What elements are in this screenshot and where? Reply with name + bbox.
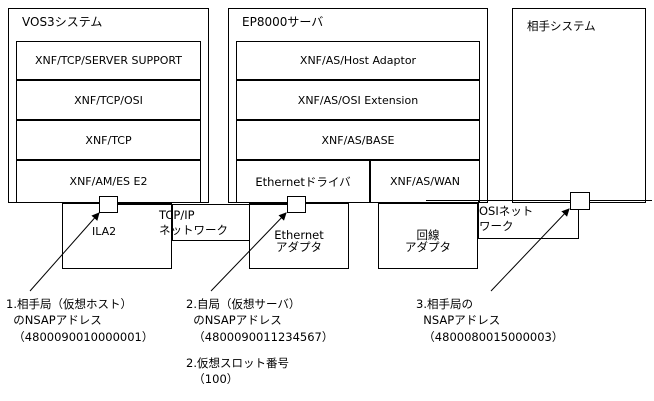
layer-vos3-0: XNF/TCP/SERVER SUPPORT — [16, 41, 201, 80]
note-1: 1.相手局（仮想ホスト） のNSAPアドレス （4800090010000001… — [6, 296, 153, 345]
connector-square-ethernet — [287, 196, 306, 213]
network-label-osi: OSIネット ワーク — [479, 204, 534, 233]
layer-vos3-3: XNF/AM/ES E2 — [16, 160, 201, 203]
system-title-vos3: VOS3システム — [22, 15, 103, 29]
note-1-text: 1.相手局（仮想ホスト） のNSAPアドレス （4800090010000001… — [6, 297, 154, 344]
system-title-peer: 相手システム — [527, 19, 596, 33]
layer-ep8000-1: XNF/AS/OSI Extension — [236, 80, 480, 120]
adapter-label-kaisen: 回線 アダプタ — [405, 227, 451, 254]
network-edge-tcpip-right — [249, 204, 250, 241]
layer-ep8000-ethernet-driver: Ethernetドライバ — [236, 160, 370, 203]
note-3-text: 3.相手局の NSAPアドレス （4800080015000003） — [416, 297, 564, 344]
layer-vos3-1: XNF/TCP/OSI — [16, 80, 201, 120]
system-box-peer — [512, 8, 646, 203]
note-2b-text: 2.仮想スロット番号 （100） — [186, 356, 289, 387]
note-2-text: 2.自局（仮想サーバ） のNSAPアドレス （4800090011234567） — [186, 297, 334, 344]
note-2: 2.自局（仮想サーバ） のNSAPアドレス （4800090011234567） — [186, 296, 333, 345]
system-title-ep8000: EP8000サーバ — [242, 15, 324, 29]
note-2b: 2.仮想スロット番号 （100） — [186, 355, 289, 388]
network-edge-tcpip-left — [172, 204, 173, 241]
adapter-box-kaisen — [378, 203, 478, 269]
layer-ep8000-0: XNF/AS/Host Adaptor — [236, 41, 480, 80]
connector-square-ila2 — [99, 196, 118, 213]
adapter-label-ethernet: Ethernet アダプタ — [274, 227, 324, 254]
layer-ep8000-2: XNF/AS/BASE — [236, 120, 480, 160]
network-line-osi-top — [426, 200, 652, 201]
adapter-label-ila2: ILA2 — [92, 225, 117, 238]
note-3: 3.相手局の NSAPアドレス （4800080015000003） — [416, 296, 563, 345]
layer-ep8000-wan: XNF/AS/WAN — [370, 160, 480, 203]
network-label-tcpip: TCP/IP ネットワーク — [159, 208, 228, 237]
network-edge-osi-left — [478, 200, 479, 239]
network-line-osi-bottom — [478, 238, 578, 239]
connector-square-peer — [570, 192, 590, 210]
layer-vos3-2: XNF/TCP — [16, 120, 201, 160]
network-line-tcpip-top — [118, 204, 298, 205]
network-line-tcpip-bottom — [172, 240, 250, 241]
network-edge-osi-right — [578, 200, 579, 239]
